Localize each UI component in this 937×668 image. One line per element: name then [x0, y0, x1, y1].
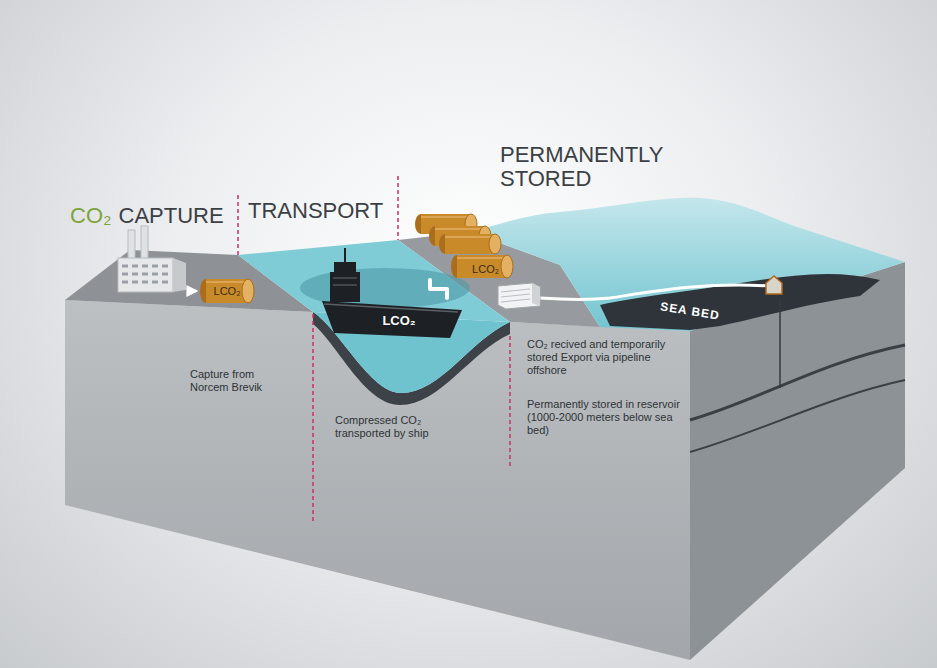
reservoir-strata [690, 380, 905, 452]
tank-end [242, 279, 254, 303]
tank-label: LCO₂ [382, 314, 415, 328]
pipeline [540, 285, 770, 299]
sea [600, 274, 880, 330]
ship-bridge [333, 278, 357, 285]
block-front [65, 300, 690, 660]
section-heading: CO₂ [70, 203, 112, 229]
section-heading: PERMANENTLY STORED [500, 143, 690, 191]
ship-hull: LCO₂ [322, 298, 462, 338]
ship-bridge [330, 248, 360, 302]
cement-factory [122, 266, 168, 282]
section-divider [312, 314, 314, 522]
step-note: Capture from Norcem Brevik [190, 368, 290, 394]
section-heading: TRANSPORT [248, 198, 383, 224]
step-note: CO₂ recived and temporarily stored Expor… [527, 338, 677, 378]
hull-shape [322, 301, 462, 338]
tank-shine [435, 228, 485, 230]
reservoir-strata [690, 345, 905, 420]
subsea-template [766, 276, 782, 294]
ship-bridge [330, 272, 360, 302]
tank-label: LCO₂ [472, 263, 499, 275]
shape-outline [415, 212, 515, 280]
block-front [65, 300, 690, 660]
section-divider [237, 195, 239, 255]
co2-tank: LCO₂ [415, 212, 515, 280]
cement-factory [141, 226, 148, 260]
terminal-building [501, 289, 530, 302]
reservoir-strata [690, 300, 905, 452]
terminal-building [498, 283, 540, 309]
terminal-building [498, 283, 540, 309]
tank-label: LCO₂ [214, 285, 241, 297]
deck-line [324, 304, 458, 312]
terminal-building [532, 283, 540, 306]
section-divider [238, 176, 510, 522]
co2-tank: LCO₂ [200, 278, 254, 304]
tank-shine [421, 216, 471, 218]
subsea-template [766, 276, 782, 294]
cement-factory [188, 290, 196, 293]
section-divider [397, 176, 399, 240]
tank-shine [457, 257, 507, 259]
tank-end [489, 234, 501, 254]
pipeline [540, 285, 770, 299]
sea [470, 198, 905, 331]
step-note: Compressed CO₂ transported by ship [335, 414, 447, 440]
tank-body [457, 255, 507, 278]
tank-shine [206, 281, 248, 283]
tank-body [445, 234, 495, 254]
cement-factory [118, 226, 196, 292]
reservoir-strata [779, 300, 781, 388]
ship-bridge [334, 262, 356, 272]
sea [470, 198, 905, 331]
section-heading: CAPTURE [119, 203, 224, 229]
cement-factory [128, 230, 135, 260]
cement-factory [173, 258, 186, 292]
step-note: Permanently stored in reservoir (1000-20… [527, 398, 685, 438]
cement-factory [118, 258, 173, 292]
tank-shine [445, 236, 495, 238]
tank-end [501, 255, 513, 278]
transfer-pipe [430, 280, 447, 298]
section-divider [509, 336, 511, 468]
